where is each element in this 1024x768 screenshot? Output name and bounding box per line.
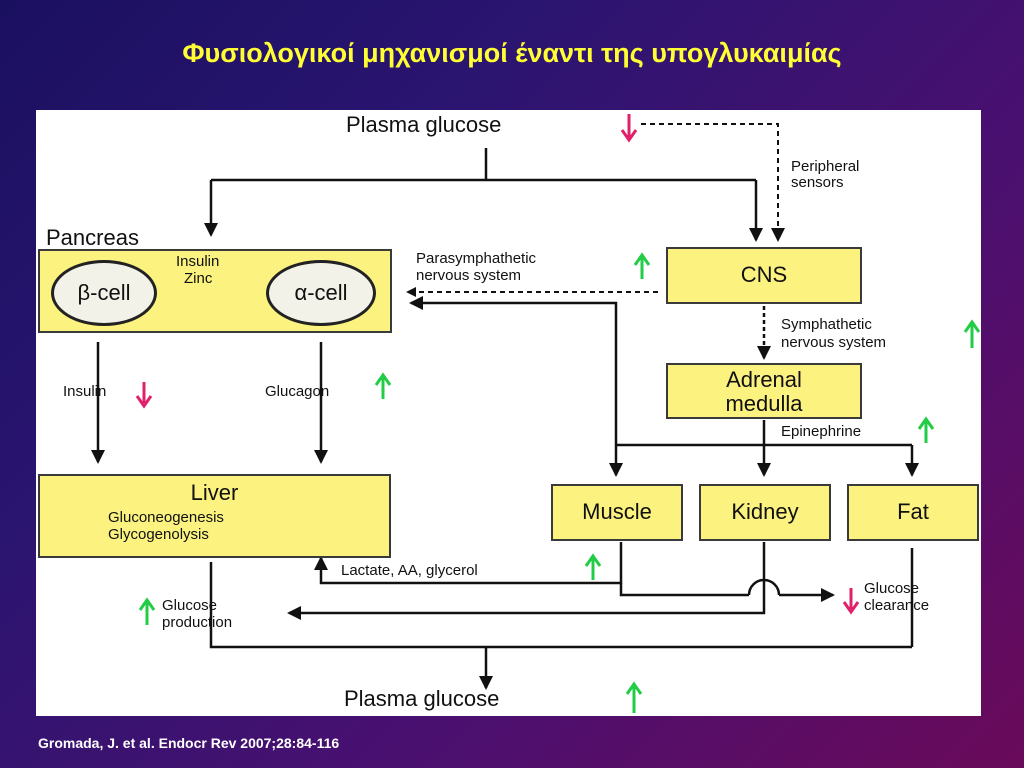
connector-muscle-down [314,542,623,585]
insulin-zinc-line1: Insulin [176,253,220,270]
cns-label: CNS [740,262,788,287]
plasma-glucose-top: Plasma glucose [346,112,502,137]
insulin-zinc-line2: Zinc [184,270,213,287]
connector-liver-down [209,562,912,649]
connector-return-line [409,296,618,445]
liver-process-1: Gluconeogenesis [108,509,224,526]
sympathetic-line2: nervous system [781,334,887,351]
glucagon-label: Glucagon [265,383,330,400]
adrenal-medulla-box [666,363,862,419]
pancreas-label: Pancreas [46,225,139,250]
plasma-glucose-bottom: Plasma glucose [344,686,500,711]
up-arrow-icon [584,553,602,580]
glucose-clearance-line2: clearance [864,597,930,614]
up-arrow-icon [963,319,981,348]
kidney-label: Kidney [731,499,799,524]
insulin-label: Insulin [63,383,107,400]
up-arrow-icon [917,416,935,443]
adrenal-line2: medulla [725,391,803,416]
diagram-figure: Plasma glucose Peripheral sensors Pancre… [36,110,981,716]
up-arrow-icon [374,372,392,399]
beta-cell: β-cell [51,260,157,326]
parasympathetic-line1: Parasymphathetic [416,250,537,267]
parasympathetic-line2: nervous system [416,267,522,284]
liver-label: Liver [190,480,239,505]
fat-label: Fat [897,499,929,524]
muscle-box [551,484,683,541]
glucose-clearance-line1: Glucose [864,580,920,597]
down-arrow-icon [842,588,860,615]
epinephrine-label: Epinephrine [781,423,862,440]
diagram-connectors [91,114,981,713]
liver-box [38,474,391,558]
alpha-cell: α-cell [266,260,376,326]
connector-muscle-clearance [619,583,749,597]
adrenal-line1: Adrenal [726,367,802,392]
up-arrow-icon [633,252,651,279]
fat-box [847,484,979,541]
down-arrow-icon [620,114,638,143]
peripheral-sensors-line2: sensors [791,174,844,191]
sympathetic-line1: Symphathetic [781,316,872,333]
glucose-production-line1: Glucose [162,597,218,614]
lactate-label: Lactate, AA, glycerol [341,562,478,579]
slide-title: Φυσιολογικοί μηχανισμοί έναντι της υπογλ… [182,38,842,68]
arrow-kidney-to-production [287,595,766,620]
up-arrow-icon [625,681,643,713]
cns-box [666,247,862,304]
citation: Gromada, J. et al. Endocr Rev 2007;28:84… [38,735,340,751]
up-arrow-icon [138,597,156,625]
kidney-box [699,484,831,541]
glucose-production-line2: production [162,614,233,631]
liver-process-2: Glycogenolysis [108,526,209,543]
connector-peripheral-horizontal [641,123,785,242]
down-arrow-icon [135,382,153,409]
muscle-label: Muscle [582,499,652,524]
peripheral-sensors-line1: Peripheral [791,158,860,175]
